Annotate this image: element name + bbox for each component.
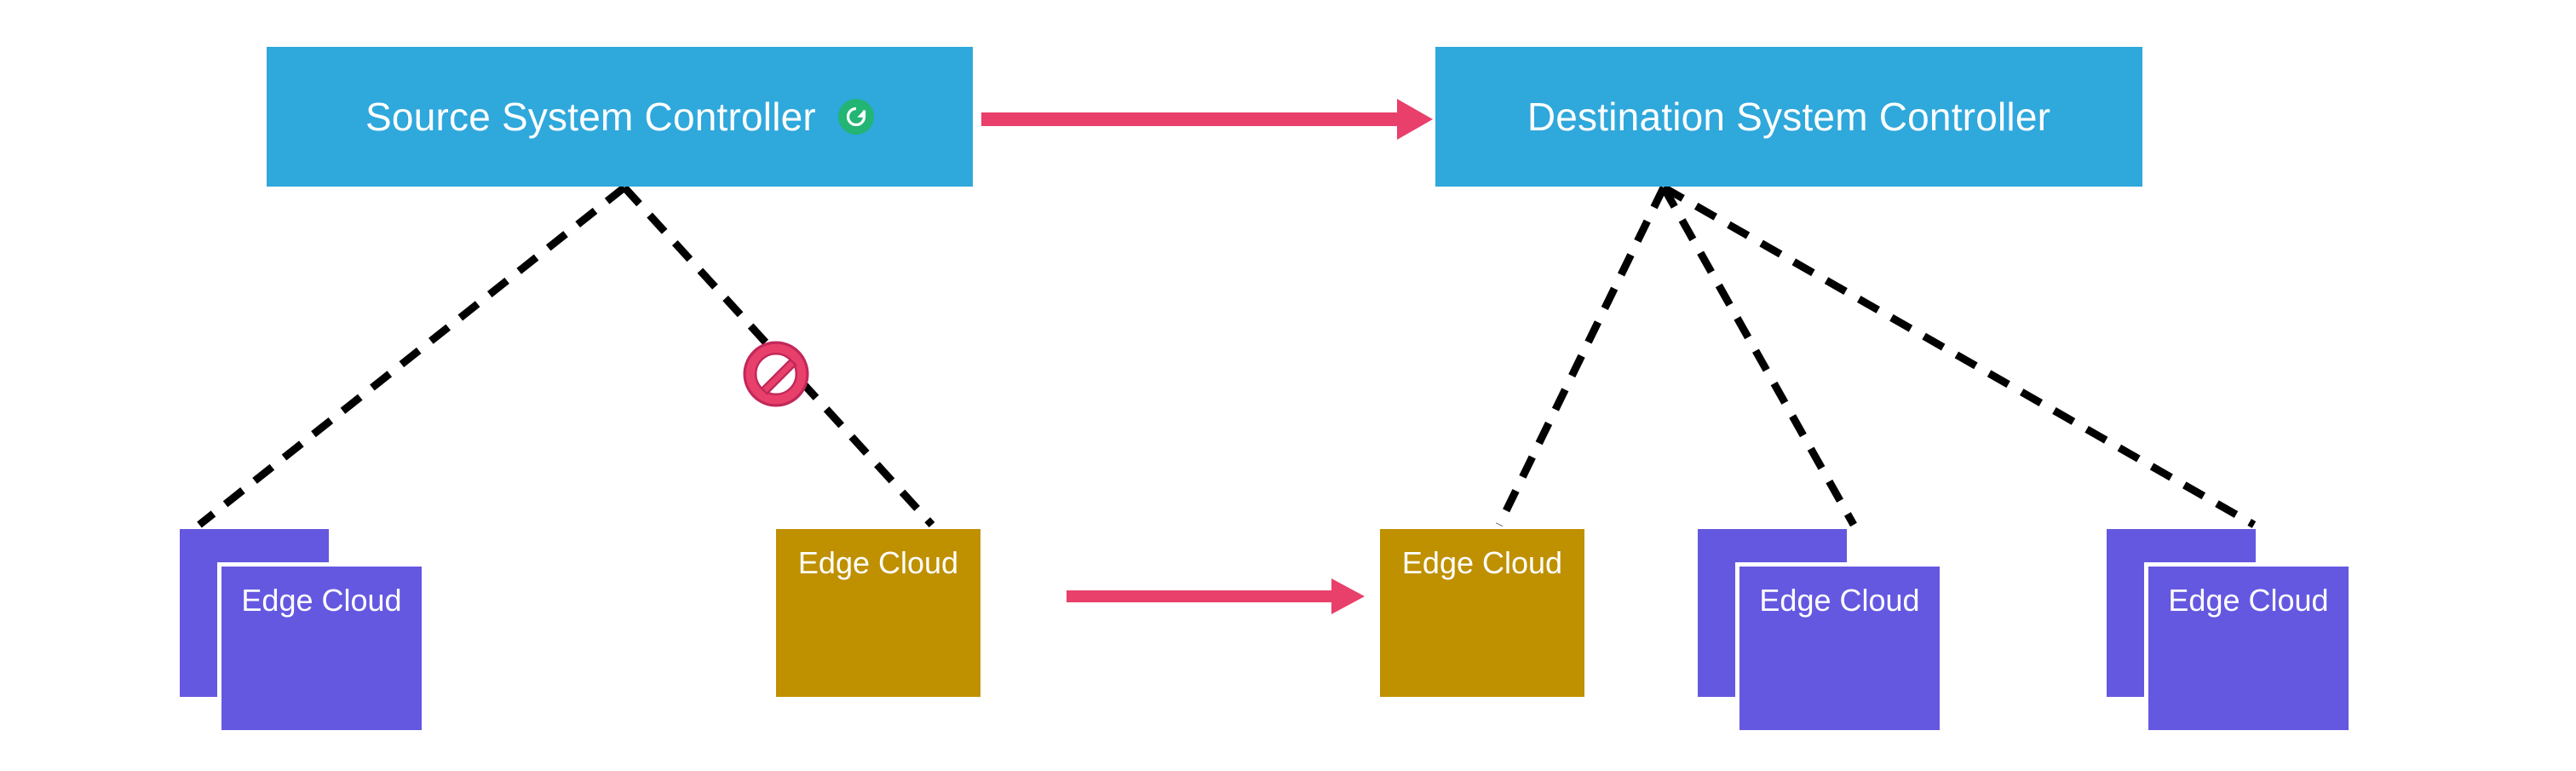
connector-dest-to-edge-cloud-3 — [1661, 184, 2257, 528]
edge-cloud-front-plate[interactable]: Edge Cloud — [1735, 562, 1940, 730]
edge-cloud-label: Edge Cloud — [1759, 583, 1920, 618]
source-controller-label: Source System Controller — [365, 95, 816, 139]
edge-cloud-node-source-1[interactable]: Edge Cloud — [180, 529, 427, 734]
source-system-controller[interactable]: Source System Controller — [267, 47, 973, 187]
controller-migration-arrow — [981, 99, 1433, 140]
sync-refresh-icon — [837, 99, 874, 135]
destination-controller-label: Destination System Controller — [1527, 95, 2051, 139]
edge-cloud-front-plate[interactable]: Edge Cloud — [1380, 529, 1584, 697]
edge-cloud-front-plate[interactable]: Edge Cloud — [217, 562, 422, 730]
edge-cloud-label: Edge Cloud — [797, 545, 959, 580]
connector-source-to-edge-cloud-1 — [197, 184, 627, 528]
connector-dest-to-edge-cloud-2 — [1660, 185, 1857, 527]
destination-system-controller[interactable]: Destination System Controller — [1435, 47, 2142, 187]
edge-cloud-node-dest-2[interactable]: Edge Cloud — [1698, 529, 1945, 734]
edge-cloud-node-source-2[interactable]: Edge Cloud — [776, 529, 980, 699]
edge-cloud-label: Edge Cloud — [241, 583, 402, 618]
edge-cloud-node-dest-3[interactable]: Edge Cloud — [2107, 529, 2354, 734]
edge-cloud-label: Edge Cloud — [1401, 545, 1563, 580]
prohibition-icon — [741, 339, 811, 409]
edge-cloud-node-dest-1[interactable]: Edge Cloud — [1380, 529, 1584, 699]
connector-dest-to-edge-cloud-1 — [1495, 186, 1668, 526]
edge-cloud-front-plate[interactable]: Edge Cloud — [2144, 562, 2349, 730]
edge-cloud-label: Edge Cloud — [2168, 583, 2329, 618]
edge-cloud-front-plate[interactable]: Edge Cloud — [776, 529, 980, 697]
edge-cloud-migration-arrow — [1067, 578, 1365, 614]
